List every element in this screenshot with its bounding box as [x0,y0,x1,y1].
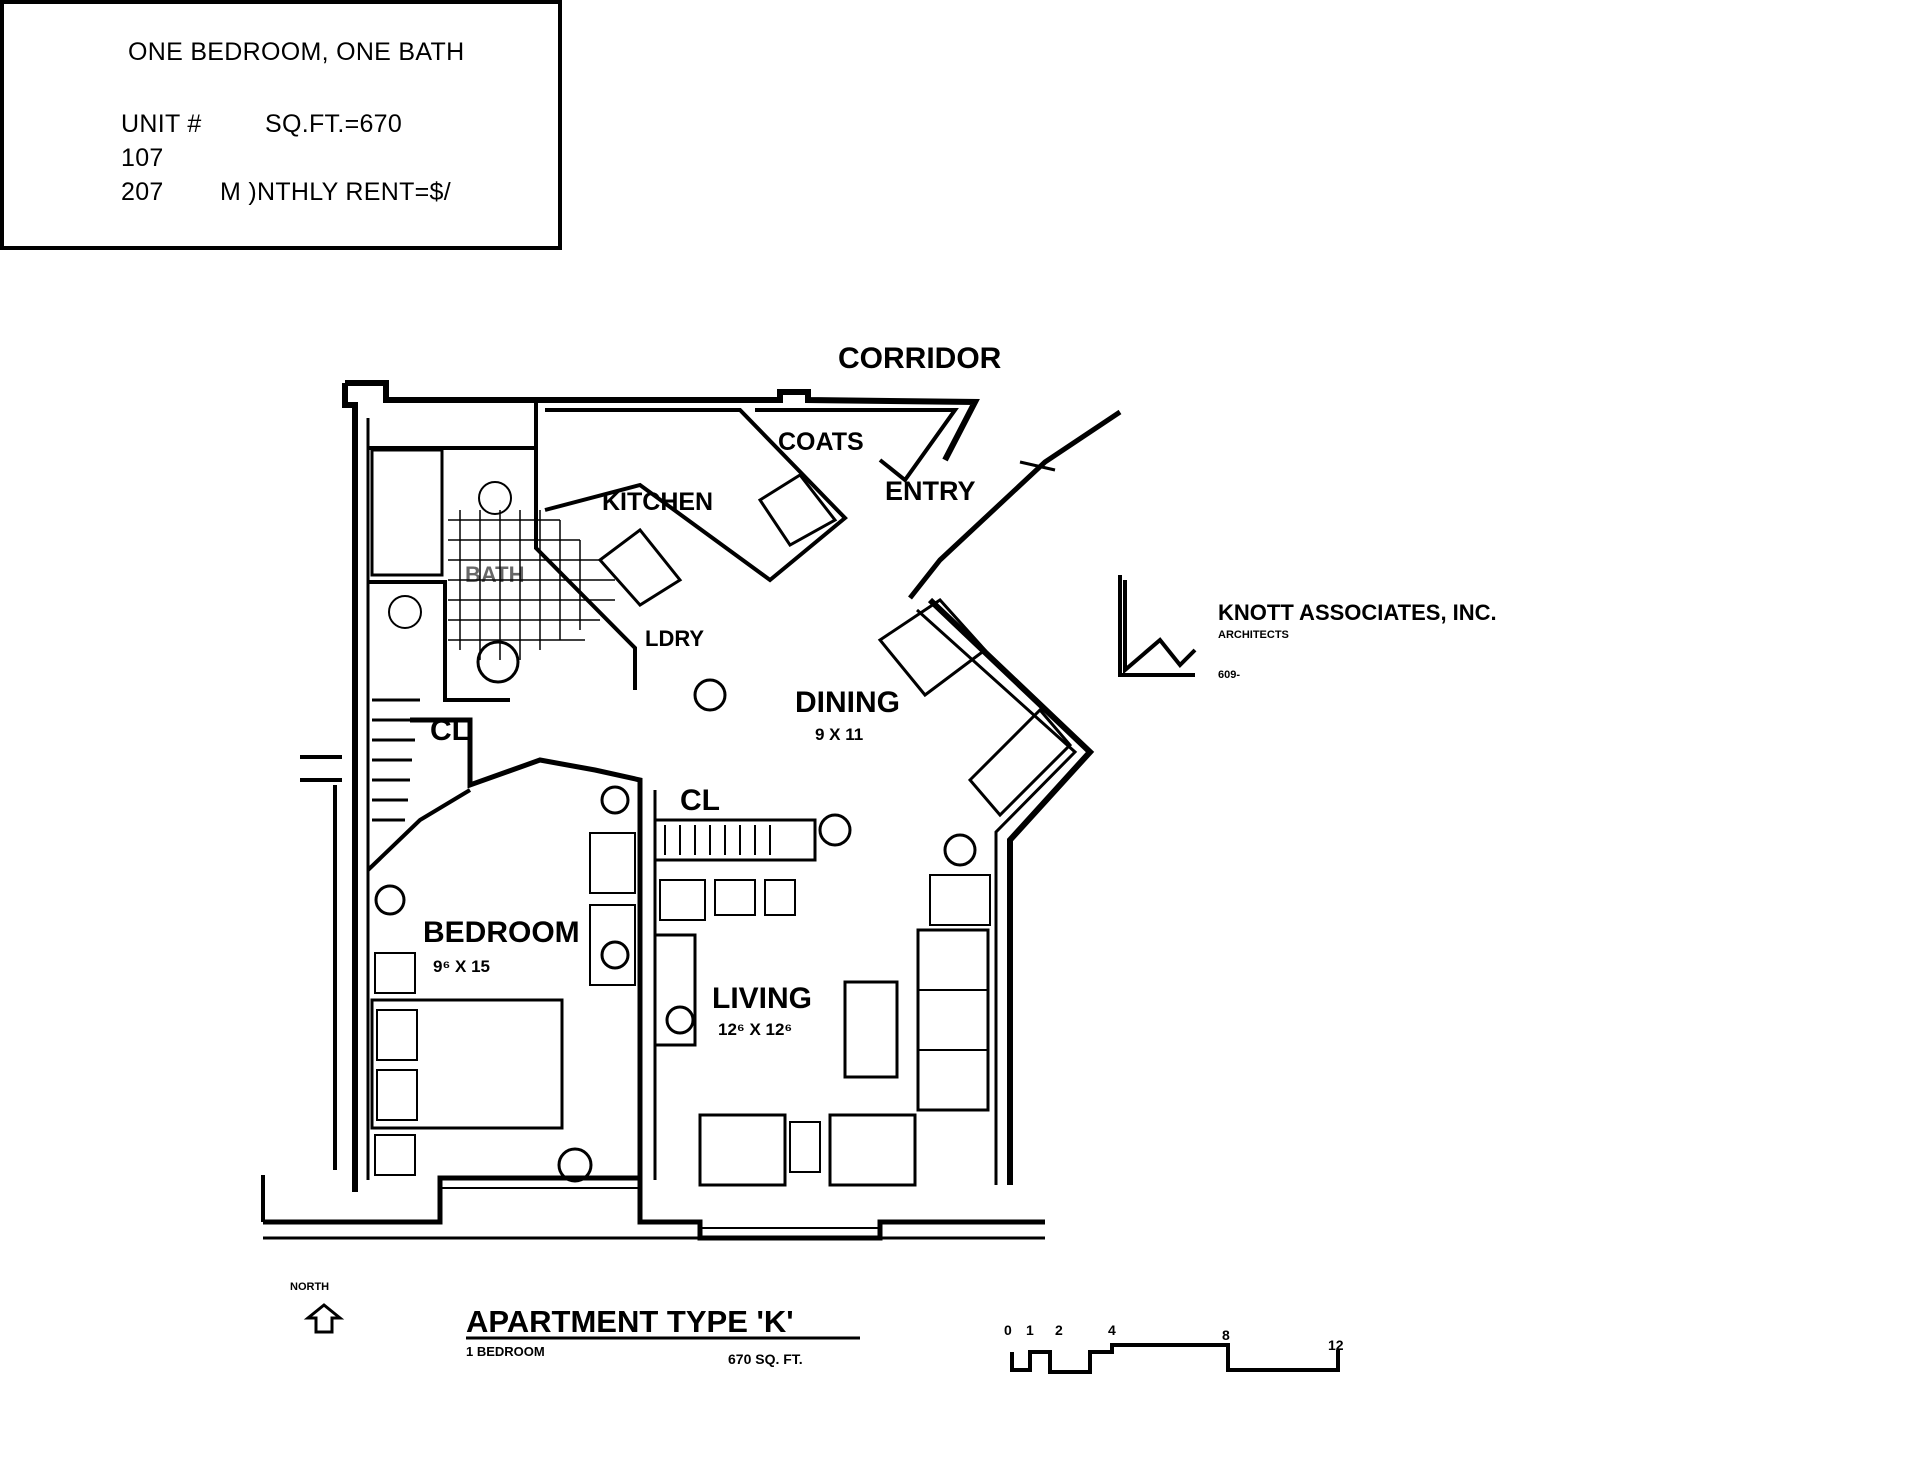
bath-label: BATH [465,562,524,587]
toilet [478,481,512,515]
scale-tick-0: 0 [1004,1322,1012,1338]
entry-diagonal-wall-2 [1019,460,1056,472]
square-footage: SQ.FT.=670 [265,110,403,138]
armchair-1 [698,1113,787,1187]
scale-tick-1: 1 [1026,1322,1034,1338]
unit-info-box: ONE BEDROOM, ONE BATH UNIT # SQ.FT.=670 … [0,0,562,250]
architect-stamp: KNOTT ASSOCIATES, INC. ARCHITECTS 609- [1218,600,1497,681]
plan-footer: NORTH APARTMENT TYPE 'K' 1 BEDROOM 670 S… [290,1281,1344,1367]
chair-small-2 [764,879,796,916]
bath-sink [388,595,422,629]
south-window [440,1187,880,1229]
dining-bay-wall-inner [915,608,1078,1185]
laundry-label: LDRY [645,626,704,651]
living-round-table [929,874,991,926]
kitchen-label: KITCHEN [602,488,713,516]
living-dimensions: 12⁶ X 12⁶ [718,1020,792,1039]
bedroom-west-wall [366,788,472,872]
dresser [589,904,636,986]
apartment-type-title: APARTMENT TYPE 'K' [466,1304,794,1339]
living-closet-label: CL [680,784,720,817]
unit-number-1: 107 [121,144,164,172]
bedroom-living-wall [410,717,643,1180]
footer-sqft: 670 SQ. FT. [728,1351,803,1367]
bedroom-count: 1 BEDROOM [466,1344,545,1359]
scale-tick-8: 8 [1222,1327,1230,1343]
bedroom-dimensions: 9⁶ X 15 [433,957,490,976]
dining-bay-wall [927,597,1095,1185]
architect-name: KNOTT ASSOCIATES, INC. [1218,600,1497,625]
dining-dimensions: 9 X 11 [815,725,863,744]
south-wall [263,1175,1045,1241]
unit-number-2: 207 [121,178,164,206]
corridor-wall [345,380,980,462]
living-closet-hatch [664,825,771,855]
architect-line-1: ARCHITECTS [1218,629,1289,641]
bath-tile-grid [448,510,615,660]
lavatory [476,640,520,684]
scale-tick-4: 4 [1108,1322,1116,1338]
entry-diagonal-wall [908,409,1122,600]
pillow-1 [376,1009,418,1061]
chair-small-1 [714,879,756,916]
bed [370,998,564,1130]
coffee-table [843,980,899,1079]
kitchen-range [597,527,683,607]
architect-line-4: 609- [1218,669,1240,681]
exterior-wall [342,383,358,1192]
scale-tick-2: 2 [1055,1322,1063,1338]
armoire [589,832,636,894]
plan-labels: CORRIDOR COATS KITCHEN ENTRY BATH LDRY D… [423,342,1002,1039]
corridor-label: CORRIDOR [838,342,1002,375]
west-stub-wall [300,755,342,782]
bathtub [370,448,444,577]
side-table [659,879,706,921]
kitchen-sink [757,473,838,547]
living-closet [653,818,817,862]
armchair-2 [828,1113,917,1187]
entry-label: ENTRY [885,476,976,506]
coat-closet-wall [755,408,959,483]
bath-closet-label: CL [430,714,470,747]
bedside-table-2 [374,1134,416,1176]
scale-bar [1010,1343,1340,1374]
unit-number-label: UNIT # [121,110,202,138]
dining-buffet [967,707,1073,818]
monthly-rent: M )NTHLY RENT=$/ [220,178,451,206]
dining-table [877,598,988,698]
tv-cabinet [653,933,697,1047]
bedroom-closet-hatch [372,698,420,822]
architect-logo [1118,575,1197,677]
bedroom-label: BEDROOM [423,916,580,949]
kitchen-wall [544,408,848,583]
north-arrow-icon [303,1303,345,1334]
living-label: LIVING [712,982,812,1015]
bath-wall [368,446,536,702]
pillow-2 [376,1069,418,1121]
north-label: NORTH [290,1281,329,1293]
end-table [789,1121,821,1173]
dining-label: DINING [795,686,900,719]
west-outer-wall [261,785,337,1222]
unit-heading: ONE BEDROOM, ONE BATH [128,38,465,66]
bedside-table [374,952,416,994]
corridor-wall-inner [534,403,637,690]
sofa [916,928,990,1112]
coats-label: COATS [778,428,864,456]
plants [374,678,977,1183]
sofa-cushions [918,989,988,1051]
scale-tick-12: 12 [1328,1337,1344,1353]
